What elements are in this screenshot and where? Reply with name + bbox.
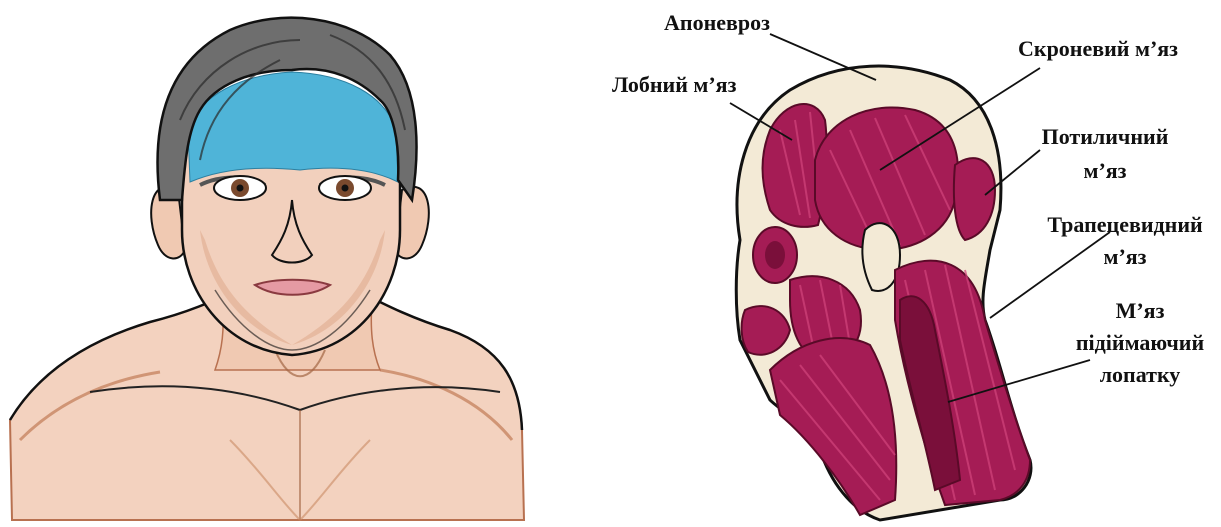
front-view-head [10, 18, 524, 520]
leader-aponeurosis [770, 34, 876, 80]
label-trapezius-line2: м’яз [1040, 244, 1210, 270]
label-occipital-muscle: Потиличний м’яз [1030, 124, 1180, 184]
label-levator-scapulae: М’яз підіймаючий лопатку [1070, 298, 1210, 388]
label-occipital-line1: Потиличний [1030, 124, 1180, 150]
label-temporal-muscle: Скроневий м’яз [1018, 36, 1178, 62]
label-levator-line3: лопатку [1070, 362, 1210, 388]
label-occipital-line2: м’яз [1030, 158, 1180, 184]
label-trapezius-muscle: Трапецевидний м’яз [1040, 212, 1210, 270]
label-levator-line1: М’яз [1070, 298, 1210, 324]
label-trapezius-line1: Трапецевидний [1040, 212, 1210, 238]
label-frontal-muscle: Лобний м’яз [612, 72, 736, 98]
label-aponeurosis: Апоневроз [664, 10, 770, 36]
neck-muscles [770, 338, 896, 515]
label-levator-line2: підіймаючий [1070, 330, 1210, 356]
